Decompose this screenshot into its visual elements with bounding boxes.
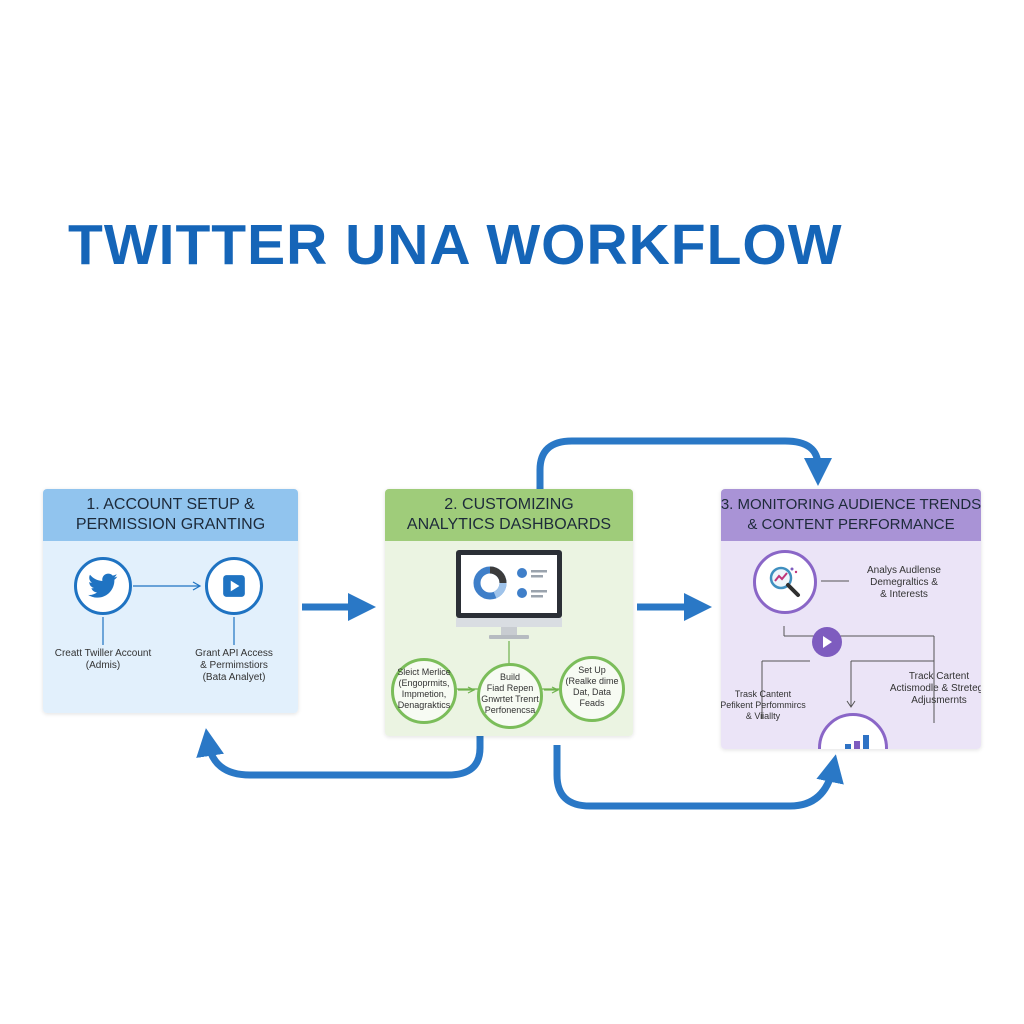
step-label-create-account: Creatt Twiller Account (Admis) bbox=[54, 648, 152, 671]
label-track-content-performance: Trask Cantent Pefikent Perfommircs & Vii… bbox=[721, 689, 806, 721]
api-access-node[interactable] bbox=[205, 557, 263, 615]
analyze-audience-node[interactable] bbox=[753, 550, 817, 614]
card-title-line: ANALYTICS DASHBOARDS bbox=[406, 516, 612, 533]
play-icon bbox=[823, 636, 832, 648]
magnifier-chart-icon bbox=[769, 566, 800, 597]
card-body: Creatt Twiller Account (Admis) Grant API… bbox=[43, 541, 298, 713]
play-node[interactable] bbox=[812, 627, 842, 657]
page-title: TWITTER UNA WORKFLOW bbox=[68, 213, 843, 277]
dashboard-monitor-icon bbox=[424, 550, 596, 711]
card-body: Analys Audlense Demegraltics & & Interes… bbox=[721, 541, 981, 749]
step-label-build-report: Build Fiad Repen Gnwrtet Trenrt Perfonen… bbox=[481, 672, 539, 715]
card-header: 2. CUSTOMIZING ANALYTICS DASHBOARDS bbox=[385, 489, 633, 541]
label-track-content-strategy: Track Cartent Actismodle & Stretegy Adju… bbox=[889, 671, 981, 706]
step-label-grant-api: Grant API Access & Permimstiors (Bata An… bbox=[195, 648, 273, 683]
step-label-select-metrics: Sleict Merlice (Engoprmits, Impmetion, D… bbox=[397, 667, 451, 710]
card-header: 1. ACCOUNT SETUP & PERMISSION GRANTING bbox=[43, 489, 298, 541]
label-analyze-audience: Analys Audlense Demegraltics & & Interes… bbox=[867, 565, 941, 600]
step-label-setup-realtime: Set Up (Realke dime Dat, Data Feads bbox=[565, 665, 619, 708]
card-title-line: 2. CUSTOMIZING bbox=[444, 496, 574, 513]
step-setup-realtime[interactable] bbox=[559, 656, 625, 722]
step-connector bbox=[102, 581, 235, 645]
step-select-metrics[interactable] bbox=[391, 658, 457, 724]
step-build-report[interactable] bbox=[477, 663, 543, 729]
card-title-line: 3. MONITORING AUDIENCE TRENDS bbox=[721, 496, 981, 513]
card-header: 3. MONITORING AUDIENCE TRENDS & CONTENT … bbox=[721, 489, 981, 541]
play-icon bbox=[223, 575, 245, 597]
loop-arrow-top bbox=[536, 437, 832, 490]
card-account-setup: 1. ACCOUNT SETUP & PERMISSION GRANTING C… bbox=[43, 489, 298, 713]
card-title-line: 1. ACCOUNT SETUP & bbox=[86, 496, 255, 513]
bar-chart-icon bbox=[845, 735, 869, 749]
twitter-account-node[interactable] bbox=[74, 557, 132, 615]
card-title-line: & CONTENT PERFORMANCE bbox=[747, 516, 955, 533]
card-monitoring-audience: 3. MONITORING AUDIENCE TRENDS & CONTENT … bbox=[721, 489, 981, 749]
loop-arrow-bottom-left bbox=[196, 728, 484, 779]
twitter-bird-icon bbox=[88, 573, 118, 598]
loop-arrow-bottom-right bbox=[553, 745, 844, 810]
card3-connectors bbox=[761, 580, 935, 723]
card-title-line: PERMISSION GRANTING bbox=[75, 516, 266, 533]
